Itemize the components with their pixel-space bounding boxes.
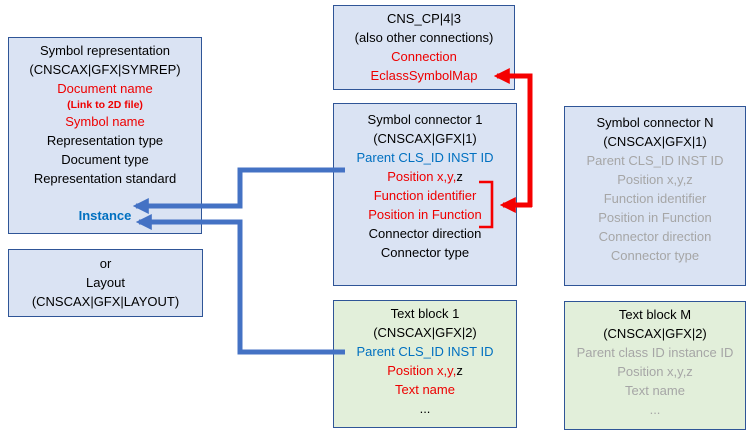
symrep-instance: Instance bbox=[78, 208, 132, 223]
connN-parent: Parent CLS_ID INST ID bbox=[586, 153, 724, 168]
symrep-representation-standard: Representation standard bbox=[33, 171, 177, 186]
conn1-function-identifier: Function identifier bbox=[373, 188, 477, 203]
connN-position: Position x,y,z bbox=[617, 172, 693, 187]
symbol-connector-n-box: Symbol connector N (CNSCAX|GFX|1) Parent… bbox=[564, 106, 746, 286]
cns-cp-box: CNS_CP|4|3 (also other connections) Conn… bbox=[333, 5, 515, 90]
symrep-spacer bbox=[9, 188, 201, 206]
conn1-position-prefix: Position x,y, bbox=[387, 169, 457, 184]
conn1-title: Symbol connector 1 bbox=[367, 112, 483, 127]
layout-box: or Layout (CNSCAX|GFX|LAYOUT) bbox=[8, 249, 203, 317]
connN-code: (CNSCAX|GFX|1) bbox=[603, 134, 707, 149]
symrep-title: Symbol representation bbox=[39, 43, 171, 58]
text-block-m-box: Text block M (CNSCAX|GFX|2) Parent class… bbox=[564, 301, 746, 430]
tb1-position-prefix: Position x,y, bbox=[387, 363, 457, 378]
cns-cp-title: CNS_CP|4|3 bbox=[387, 11, 461, 26]
connN-title: Symbol connector N bbox=[596, 115, 714, 130]
tbM-code: (CNSCAX|GFX|2) bbox=[603, 326, 707, 341]
tbM-position: Position x,y,z bbox=[617, 364, 693, 379]
layout-or-label: or bbox=[99, 256, 112, 271]
tbM-text-name: Text name bbox=[625, 383, 685, 398]
conn1-parent: Parent CLS_ID INST ID bbox=[356, 150, 494, 165]
symrep-document-name: Document name bbox=[57, 81, 153, 96]
symrep-document-type: Document type bbox=[61, 152, 149, 167]
symbol-representation-box: Symbol representation (CNSCAX|GFX|SYMREP… bbox=[8, 37, 202, 234]
symrep-code: (CNSCAX|GFX|SYMREP) bbox=[29, 62, 181, 77]
conn1-connector-type: Connector type bbox=[380, 245, 470, 260]
tbM-title: Text block M bbox=[618, 307, 692, 322]
tb1-ellipsis: ... bbox=[419, 401, 431, 416]
tb1-text-name: Text name bbox=[395, 382, 455, 397]
symbol-connector-1-box: Symbol connector 1 (CNSCAX|GFX|1) Parent… bbox=[333, 103, 517, 286]
cns-cp-note: (also other connections) bbox=[354, 30, 494, 45]
layout-code: (CNSCAX|GFX|LAYOUT) bbox=[31, 294, 180, 309]
symrep-representation-type: Representation type bbox=[46, 133, 164, 148]
tbM-ellipsis: ... bbox=[649, 402, 661, 417]
layout-title: Layout bbox=[85, 275, 126, 290]
tb1-parent: Parent CLS_ID INST ID bbox=[356, 344, 494, 359]
tb1-position: Position x,y,z bbox=[334, 361, 516, 380]
conn1-position-suffix: z bbox=[456, 169, 463, 184]
connN-function-identifier: Function identifier bbox=[603, 191, 707, 206]
tb1-title: Text block 1 bbox=[390, 306, 460, 321]
cns-cp-eclass-symbol-map: EclassSymbolMap bbox=[370, 68, 478, 83]
cns-cp-connection: Connection bbox=[391, 49, 457, 64]
connN-connector-type: Connector type bbox=[610, 248, 700, 263]
conn1-connector-direction: Connector direction bbox=[368, 226, 482, 241]
text-block-1-box: Text block 1 (CNSCAX|GFX|2) Parent CLS_I… bbox=[333, 300, 517, 428]
symrep-symbol-name: Symbol name bbox=[65, 114, 145, 129]
conn1-position: Position x,y,z bbox=[334, 167, 516, 186]
conn1-position-in-function: Position in Function bbox=[368, 207, 482, 222]
conn1-code: (CNSCAX|GFX|1) bbox=[373, 131, 477, 146]
tb1-code: (CNSCAX|GFX|2) bbox=[373, 325, 477, 340]
connN-position-in-function: Position in Function bbox=[598, 210, 712, 225]
connN-connector-direction: Connector direction bbox=[598, 229, 712, 244]
symrep-link-note: (Link to 2D file) bbox=[67, 99, 143, 111]
tbM-parent: Parent class ID instance ID bbox=[576, 345, 734, 360]
tb1-position-suffix: z bbox=[456, 363, 463, 378]
